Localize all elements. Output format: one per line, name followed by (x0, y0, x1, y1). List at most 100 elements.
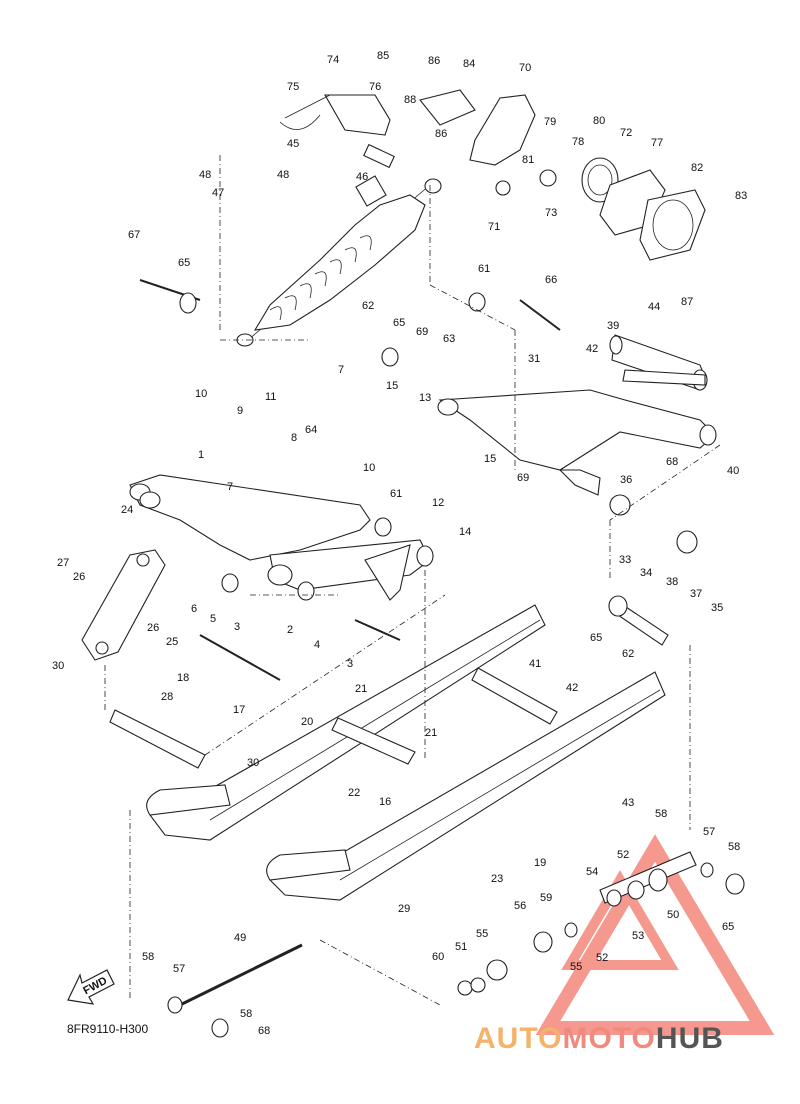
part-label: 22 (348, 787, 360, 799)
part-label: 3 (234, 621, 240, 633)
part-label: 30 (247, 757, 259, 769)
part-label: 42 (566, 682, 578, 694)
part-label: 42 (586, 343, 598, 355)
part-label: 84 (463, 58, 475, 70)
part-label: 52 (596, 952, 608, 964)
part-label: 68 (258, 1025, 270, 1037)
part-label: 17 (233, 704, 245, 716)
part-label: 10 (195, 388, 207, 400)
part-label: 57 (173, 963, 185, 975)
part-label: 62 (622, 648, 634, 660)
part-label: 9 (237, 405, 243, 417)
part-label: 34 (640, 567, 652, 579)
part-label: 13 (419, 392, 431, 404)
part-label: 54 (586, 866, 598, 878)
watermark-auto: AUTO (474, 1022, 563, 1055)
part-label: 26 (147, 622, 159, 634)
watermark-moto: MOTO (562, 1022, 656, 1055)
part-label: 73 (545, 207, 557, 219)
part-label: 18 (177, 672, 189, 684)
part-label: 37 (690, 588, 702, 600)
part-label: 66 (545, 274, 557, 286)
part-label: 55 (570, 961, 582, 973)
part-label: 65 (393, 317, 405, 329)
part-label: 15 (484, 453, 496, 465)
part-label: 48 (277, 169, 289, 181)
part-label: 61 (390, 488, 402, 500)
part-label: 11 (265, 391, 276, 403)
part-label: 26 (73, 571, 85, 583)
part-label: 86 (428, 55, 440, 67)
part-label: 7 (338, 364, 344, 376)
part-label: 74 (327, 54, 339, 66)
part-label: 29 (398, 903, 410, 915)
part-label: 39 (607, 320, 619, 332)
part-label: 58 (655, 808, 667, 820)
part-label: 5 (210, 613, 216, 625)
part-label: 61 (478, 263, 490, 275)
part-label: 82 (691, 162, 703, 174)
slide-rail-right (266, 671, 666, 901)
part-label: 28 (161, 691, 173, 703)
diagram-code: 8FR9110-H300 (67, 1022, 149, 1036)
part-label: 15 (386, 380, 398, 392)
part-label: 43 (622, 797, 634, 809)
part-label: 12 (432, 497, 444, 509)
part-label: 83 (735, 190, 747, 202)
part-label: 31 (528, 353, 540, 365)
part-label: 57 (703, 826, 715, 838)
part-label: 88 (404, 94, 416, 106)
part-label: 51 (455, 941, 467, 953)
part-label: 65 (178, 257, 190, 269)
part-label: 64 (305, 424, 317, 436)
part-label: 49 (234, 932, 246, 944)
leader-lines (104, 155, 721, 1006)
part-label: 25 (166, 636, 178, 648)
part-label: 65 (722, 921, 734, 933)
part-label: 20 (301, 716, 313, 728)
part-label: 44 (648, 301, 660, 313)
part-label: 62 (362, 300, 374, 312)
part-label: 81 (522, 154, 534, 166)
part-label: 30 (52, 660, 64, 672)
part-label: 77 (651, 137, 663, 149)
part-label: 16 (379, 796, 391, 808)
part-label: 69 (517, 472, 529, 484)
part-label: 3 (347, 658, 353, 670)
fwd-arrow-icon: FWD (67, 969, 115, 1005)
part-label: 45 (287, 138, 299, 150)
part-label: 72 (620, 127, 632, 139)
part-label: 46 (356, 171, 368, 183)
part-label: 58 (142, 951, 154, 963)
shafts (109, 279, 706, 1007)
part-label: 60 (432, 951, 444, 963)
link-plate (81, 549, 166, 661)
part-label: 6 (191, 603, 197, 615)
rear-arm-upper (437, 334, 717, 496)
part-label: 2 (287, 624, 293, 636)
reservoir-assembly (279, 94, 395, 169)
gear-housing (419, 89, 706, 261)
part-label: 67 (128, 229, 140, 241)
part-label: 71 (488, 221, 500, 233)
part-label: 21 (355, 683, 367, 695)
part-label: 59 (540, 892, 552, 904)
part-label: 1 (198, 449, 204, 461)
part-label: 7 (227, 481, 233, 493)
part-label: 27 (57, 557, 69, 569)
front-arm (129, 474, 434, 601)
part-label: 69 (416, 326, 428, 338)
watermark-hub: HUB (655, 1022, 724, 1055)
part-label: 78 (572, 136, 584, 148)
part-label: 50 (667, 909, 679, 921)
part-label: 87 (681, 296, 693, 308)
part-label: 35 (711, 602, 723, 614)
part-label: 19 (534, 857, 546, 869)
part-label: 48 (199, 169, 211, 181)
part-label: 63 (443, 333, 455, 345)
watermark-triangle (535, 834, 775, 1035)
part-label: 58 (728, 841, 740, 853)
